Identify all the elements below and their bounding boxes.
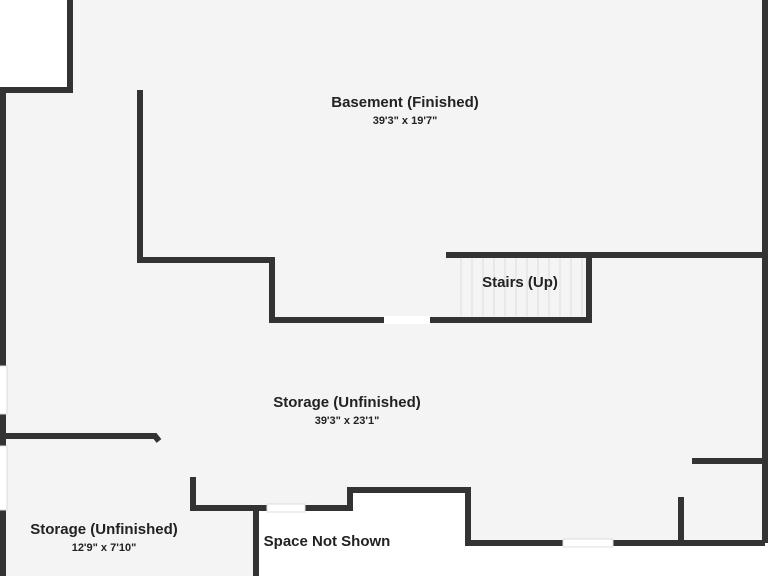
window-bottom-left xyxy=(266,503,306,513)
wall-left-exterior xyxy=(0,0,73,576)
window-left-upper xyxy=(0,365,8,415)
room-label-basement: Basement (Finished) xyxy=(331,94,479,111)
room-dimension-storage-main: 39'3" x 23'1" xyxy=(314,415,380,427)
wall-small-storage-top xyxy=(3,433,162,443)
room-label-storage-small: Storage (Unfinished) xyxy=(30,521,178,538)
room-label-stairs: Stairs (Up) xyxy=(482,274,558,291)
openings xyxy=(0,316,614,548)
wall-bottom-middle xyxy=(190,477,765,546)
window-bottom-right xyxy=(562,538,614,548)
room-dimension-storage-small: 12'9" x 7'10" xyxy=(71,542,137,554)
room-label-storage-main: Storage (Unfinished) xyxy=(273,394,421,411)
window-left-lower xyxy=(0,445,8,511)
space-not-shown-area xyxy=(256,508,468,576)
door-opening-stairs xyxy=(384,316,430,324)
stair-treads xyxy=(460,258,583,316)
room-dimension-basement: 39'3" x 19'7" xyxy=(372,115,438,127)
room-label-space-not-shown: Space Not Shown xyxy=(263,533,391,550)
wall-basement-divider xyxy=(137,90,592,323)
